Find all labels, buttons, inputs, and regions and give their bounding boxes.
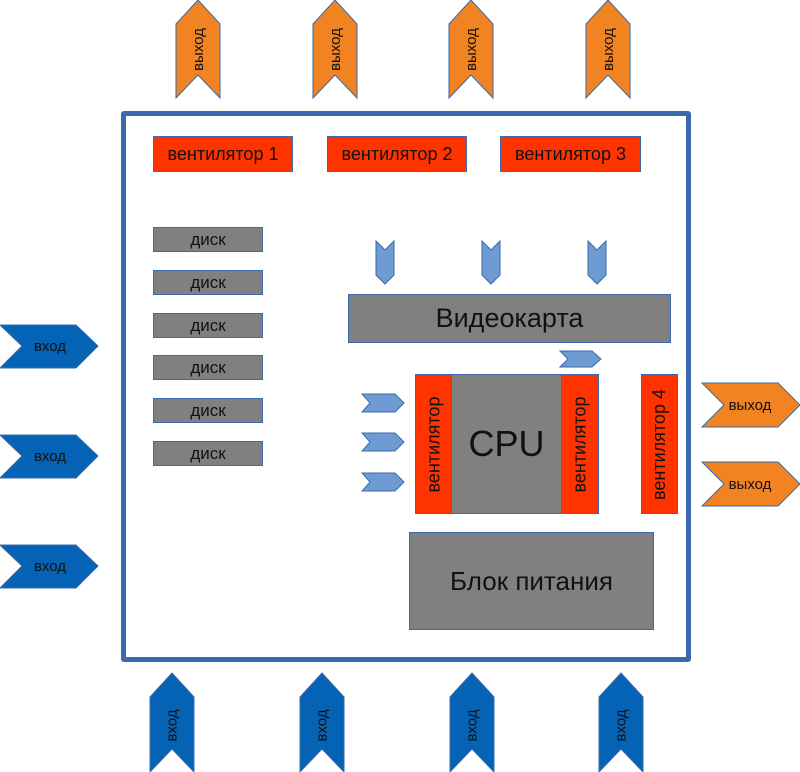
cpu-fan-right-label: вентилятор: [569, 396, 590, 492]
cpu-fan-left-label: вентилятор: [423, 396, 443, 492]
input-arrow-up-icon: [149, 672, 195, 772]
power-supply: Блок питания: [409, 532, 654, 630]
input-arrow-right-icon: [0, 434, 99, 479]
disk: диск: [153, 313, 263, 338]
airflow-right-icon: [360, 472, 405, 492]
disk-label: диск: [190, 400, 226, 420]
airflow-right-icon: [558, 350, 602, 368]
fan-4-label: вентилятор 4: [649, 388, 669, 500]
disk: диск: [153, 441, 263, 466]
disk-label: диск: [190, 357, 226, 377]
disk-label: диск: [190, 229, 226, 249]
output-arrow-up-icon: [448, 0, 494, 100]
input-arrow-right-icon: [0, 544, 99, 589]
cpu-fan-left: вентилятор: [415, 374, 452, 514]
graphics-card: Видеокарта: [348, 294, 671, 343]
output-arrow-up-icon: [312, 0, 358, 100]
disk: диск: [153, 227, 263, 252]
graphics-card-label: Видеокарта: [435, 303, 584, 333]
fan-1-label: вентилятор 1: [167, 143, 279, 164]
disk: диск: [153, 355, 263, 380]
fan-4: вентилятор 4: [641, 374, 678, 514]
disk-label: диск: [190, 315, 226, 335]
fan-3: вентилятор 3: [500, 136, 641, 172]
fan-2: вентилятор 2: [327, 136, 467, 172]
airflow-right-icon: [360, 432, 405, 452]
input-arrow-up-icon: [449, 672, 495, 772]
fan-3-label: вентилятор 3: [515, 143, 626, 164]
input-arrow-right-icon: [0, 324, 99, 369]
output-arrow-up-icon: [175, 0, 221, 100]
disk-label: диск: [190, 443, 226, 463]
output-arrow-right-icon: [700, 461, 800, 507]
airflow-right-icon: [360, 393, 405, 413]
output-arrow-right-icon: [700, 382, 800, 428]
output-arrow-up-icon: [585, 0, 631, 100]
cpu-label: CPU: [468, 423, 545, 464]
power-supply-label: Блок питания: [450, 565, 613, 596]
disk-label: диск: [190, 272, 226, 292]
airflow-down-icon: [587, 239, 607, 285]
cpu: CPU: [451, 374, 562, 514]
cpu-fan-right: вентилятор: [561, 374, 599, 514]
disk: диск: [153, 398, 263, 423]
airflow-down-icon: [481, 239, 501, 285]
disk: диск: [153, 270, 263, 295]
fan-1: вентилятор 1: [153, 136, 293, 172]
input-arrow-up-icon: [598, 672, 644, 772]
airflow-down-icon: [375, 239, 395, 285]
input-arrow-up-icon: [299, 672, 345, 772]
fan-2-label: вентилятор 2: [341, 143, 453, 164]
